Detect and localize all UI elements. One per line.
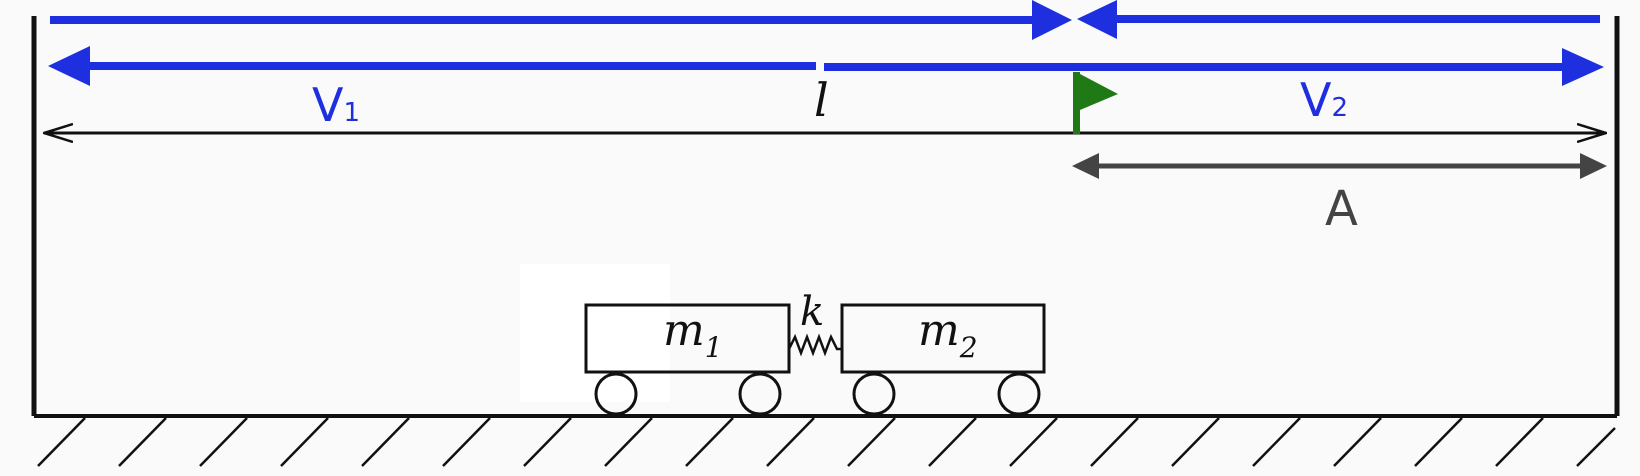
a-arrow [1072,153,1607,179]
spring-icon [787,333,842,357]
a-label: A [1325,181,1358,237]
cart-m1-wheel-left [594,372,638,416]
v2-label: V2 [1300,73,1348,127]
length-label: l [814,73,829,127]
top-arrow-left [1077,0,1600,39]
spring-label: k [800,289,824,335]
m2-label: m2 [918,305,978,364]
m1-label: m1 [663,305,723,364]
cart-m1: m1 [584,303,791,416]
v2-arrow [824,48,1604,86]
ground-hatching [37,417,1616,467]
v1-arrow [48,46,816,86]
flag-icon [1073,72,1118,134]
cart-m2-wheel-left [852,372,896,416]
v1-label: V1 [312,78,360,132]
cart-highlight [520,264,670,402]
top-arrow-right [50,0,1072,40]
cart-m2: m2 [840,303,1046,416]
cart-m2-body [840,303,1046,374]
cart-m2-wheel-right [997,372,1041,416]
cart-m1-wheel-right [738,372,782,416]
cart-m1-body [584,303,791,374]
